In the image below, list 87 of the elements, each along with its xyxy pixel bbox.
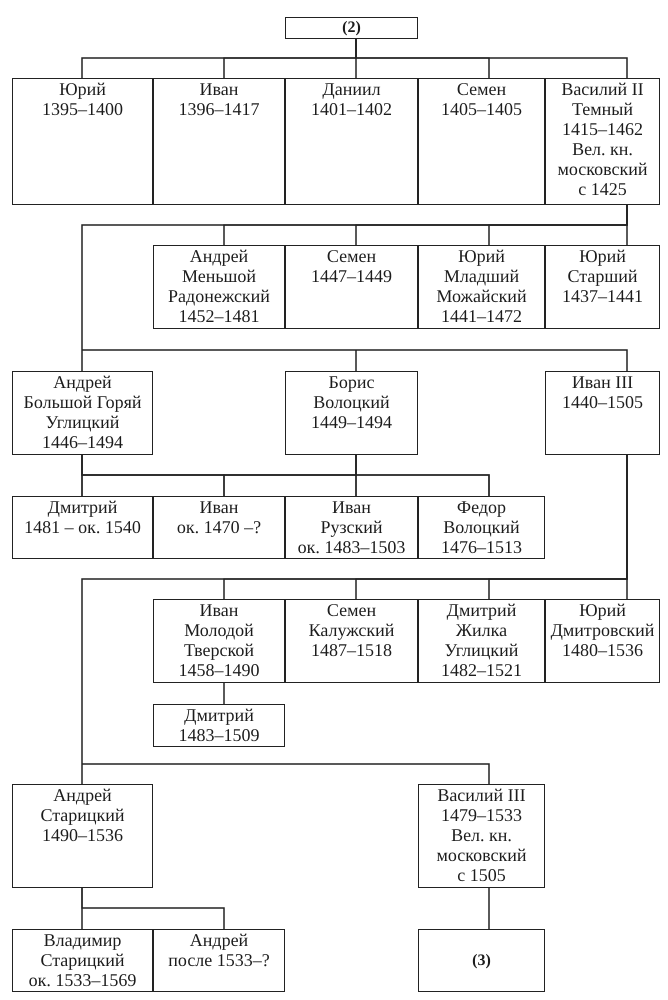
person-name: Дмитрий bbox=[184, 705, 254, 725]
person-name: Юрий bbox=[59, 79, 106, 99]
person-name: Андрей Большой Горяй Углицкий bbox=[22, 372, 143, 432]
reference-mark: (2) bbox=[342, 18, 361, 38]
life-dates: 1487–1518 bbox=[311, 640, 392, 660]
life-dates: ок. 1533–1569 bbox=[28, 970, 136, 990]
person-box bbox=[153, 704, 285, 747]
person-box bbox=[418, 496, 545, 559]
person-box bbox=[153, 929, 285, 992]
person-name: Юрий Старший bbox=[566, 246, 638, 286]
person-box bbox=[545, 245, 660, 329]
person-name: Иван III bbox=[572, 372, 634, 392]
person-box bbox=[153, 599, 285, 683]
life-dates: ок. 1470 –? bbox=[176, 517, 262, 537]
life-dates: 1440–1505 bbox=[562, 392, 643, 412]
life-dates: 1449–1494 bbox=[311, 412, 392, 432]
person-name: Дмитрий Жилка Углицкий bbox=[444, 600, 520, 660]
person-box bbox=[418, 78, 545, 205]
life-dates: после 1533–? bbox=[168, 950, 270, 970]
person-box bbox=[285, 371, 418, 455]
person-box bbox=[12, 929, 153, 992]
connector-line bbox=[81, 454, 628, 785]
life-dates: 1480–1536 bbox=[562, 640, 643, 660]
person-name: Андрей Меньшой Радонежский bbox=[167, 246, 271, 306]
title-note: Вел. кн. московский с 1425 bbox=[556, 139, 649, 199]
life-dates: 1479–1533 bbox=[441, 805, 522, 825]
person-box bbox=[153, 496, 285, 559]
person-box bbox=[285, 245, 418, 329]
person-name: Семен bbox=[456, 79, 506, 99]
life-dates: 1482–1521 bbox=[441, 660, 522, 680]
life-dates: 1476–1513 bbox=[441, 537, 522, 557]
person-name: Борис Волоцкий bbox=[312, 372, 391, 412]
person-box bbox=[12, 784, 153, 888]
title-note: Вел. кн. московский с 1505 bbox=[435, 825, 528, 885]
person-name: Иван bbox=[200, 79, 238, 99]
person-name: Андрей bbox=[190, 930, 248, 950]
life-dates: 1441–1472 bbox=[441, 306, 522, 326]
person-box bbox=[153, 245, 285, 329]
person-box bbox=[12, 371, 153, 455]
person-box bbox=[418, 245, 545, 329]
person-name: Федор Волоцкий bbox=[442, 497, 521, 537]
person-box bbox=[545, 599, 660, 683]
person-box bbox=[285, 78, 418, 205]
life-dates: 1490–1536 bbox=[42, 825, 123, 845]
person-box bbox=[545, 78, 660, 205]
person-name: Семен bbox=[326, 246, 376, 266]
person-name: Дмитрий bbox=[48, 497, 118, 517]
reference-box bbox=[285, 17, 418, 39]
person-box bbox=[545, 371, 660, 455]
person-name: Иван Рузский bbox=[319, 497, 384, 537]
life-dates: 1405–1405 bbox=[441, 99, 522, 119]
life-dates: 1415–1462 bbox=[562, 119, 643, 139]
life-dates: 1446–1494 bbox=[42, 432, 123, 452]
life-dates: 1395–1400 bbox=[42, 99, 123, 119]
person-box bbox=[12, 78, 153, 205]
person-box bbox=[285, 599, 418, 683]
life-dates: 1481 – ок. 1540 bbox=[24, 517, 141, 537]
connector-line bbox=[488, 888, 490, 929]
connector-line bbox=[81, 204, 628, 372]
life-dates: 1458–1490 bbox=[178, 660, 260, 680]
connector-line bbox=[81, 888, 225, 929]
person-name: Василий III bbox=[437, 785, 526, 805]
person-name: Василий II Темный bbox=[560, 79, 645, 119]
person-box bbox=[153, 78, 285, 205]
connector-line bbox=[355, 455, 490, 496]
life-dates: 1401–1402 bbox=[311, 99, 392, 119]
person-name: Иван Молодой Тверской bbox=[183, 600, 255, 660]
reference-box bbox=[418, 929, 545, 992]
life-dates: 1483–1509 bbox=[178, 725, 260, 745]
person-name: Семен Калужский bbox=[308, 600, 396, 640]
person-box bbox=[285, 496, 418, 559]
person-box bbox=[418, 599, 545, 683]
person-box bbox=[12, 496, 153, 559]
life-dates: 1447–1449 bbox=[311, 266, 392, 286]
life-dates: 1437–1441 bbox=[562, 286, 643, 306]
connector-line bbox=[355, 39, 628, 78]
person-name: Даниил bbox=[322, 79, 381, 99]
person-box bbox=[418, 784, 545, 888]
life-dates: ок. 1483–1503 bbox=[298, 537, 406, 557]
connector-line bbox=[223, 683, 225, 704]
reference-mark: (3) bbox=[472, 950, 491, 970]
person-name: Иван bbox=[200, 497, 238, 517]
person-name: Юрий Младший Можайский bbox=[435, 246, 528, 306]
life-dates: 1396–1417 bbox=[178, 99, 260, 119]
life-dates: 1452–1481 bbox=[178, 306, 260, 326]
person-name: Андрей Старицкий bbox=[39, 785, 126, 825]
person-name: Юрий Дмитровский bbox=[550, 600, 656, 640]
